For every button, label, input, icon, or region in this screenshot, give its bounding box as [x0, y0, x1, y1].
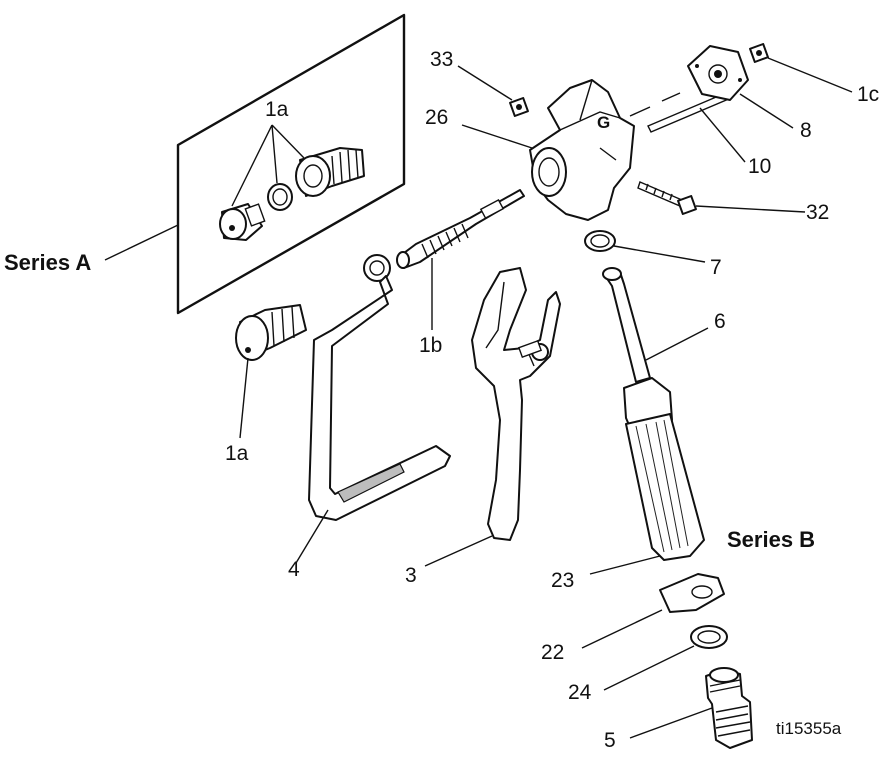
- callout-33: 33: [430, 48, 453, 71]
- part-3-trigger: [471, 267, 561, 541]
- callout-10: 10: [748, 155, 771, 178]
- part-5-fitting: [705, 667, 753, 749]
- callout-1b: 1b: [419, 334, 442, 357]
- part-22-plate: [659, 573, 725, 613]
- part-26-gun-body: G: [529, 79, 635, 221]
- callout-5: 5: [604, 729, 616, 752]
- callout-24: 24: [568, 681, 592, 704]
- series-a-label: Series A: [4, 250, 91, 275]
- part-8-plate: [687, 45, 749, 101]
- callout-22: 22: [541, 641, 564, 664]
- brand-mark: G: [597, 113, 610, 132]
- callout-1a-top: 1a: [265, 98, 289, 121]
- part-1b-needle: [396, 189, 525, 269]
- part-23-handle: [623, 377, 705, 561]
- callout-1c: 1c: [857, 83, 879, 106]
- callout-3: 3: [405, 564, 417, 587]
- callout-32: 32: [806, 201, 829, 224]
- callout-26: 26: [425, 106, 448, 129]
- part-33-nut: [509, 97, 529, 117]
- part-6-tube: [602, 267, 651, 383]
- part-7-o-ring: [584, 230, 616, 252]
- figure-id: ti15355a: [776, 719, 842, 738]
- callout-4: 4: [288, 558, 300, 581]
- part-4-trigger-guard: [308, 254, 451, 521]
- part-1a-fitting-lower: [235, 304, 307, 361]
- part-24-washer: [690, 625, 728, 649]
- callout-7: 7: [710, 256, 722, 279]
- callout-23: 23: [551, 569, 574, 592]
- callout-8: 8: [800, 119, 812, 142]
- series-b-label: Series B: [727, 527, 815, 552]
- part-1a-fitting-boxed: [219, 147, 365, 241]
- part-1c-nut: [749, 43, 769, 63]
- callout-1a-bottom: 1a: [225, 442, 249, 465]
- part-32-screw: [637, 181, 697, 215]
- callout-6: 6: [714, 310, 726, 333]
